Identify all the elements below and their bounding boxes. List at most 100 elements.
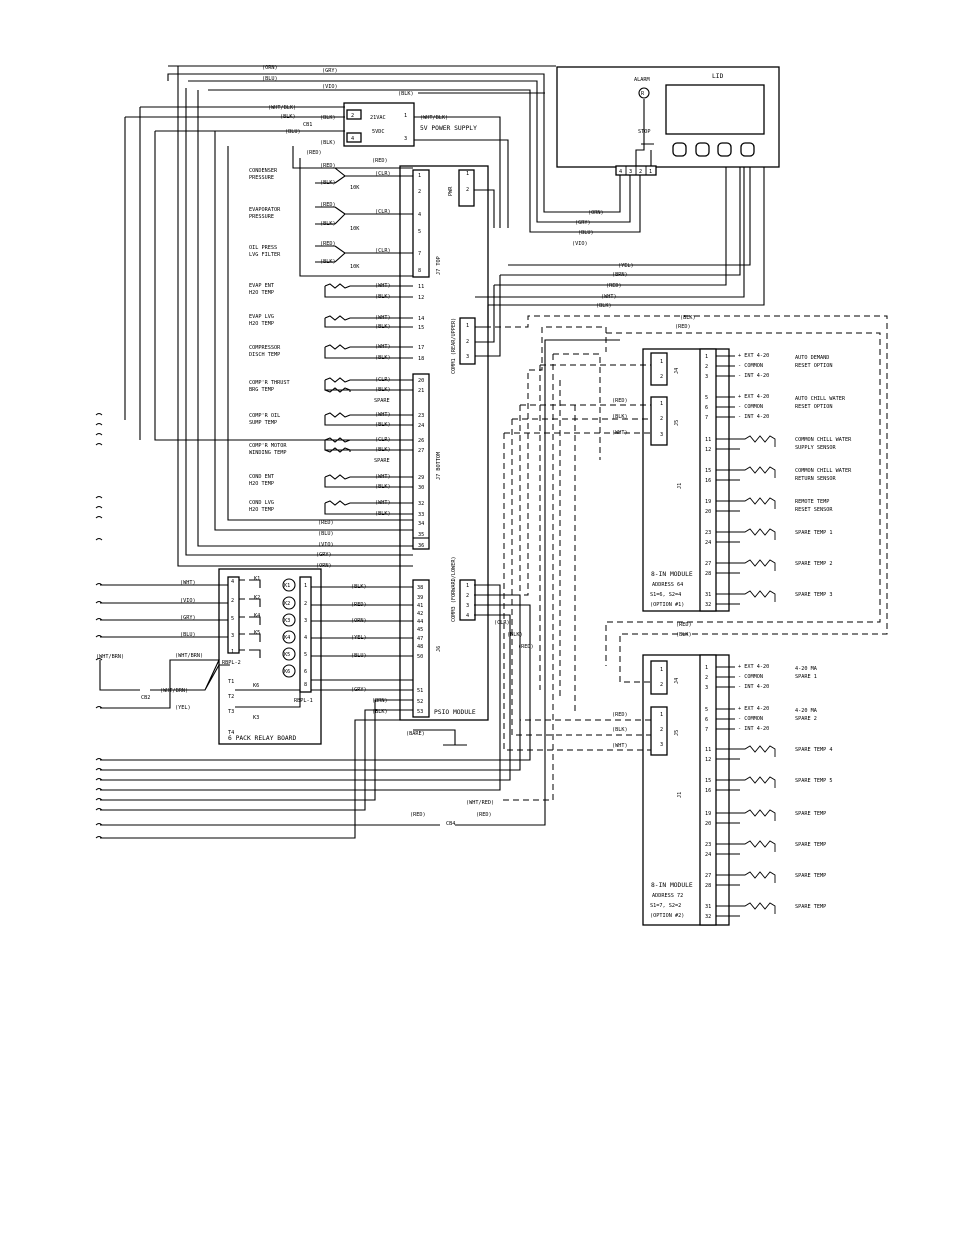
- svg-text:- INT 4-20: - INT 4-20: [738, 414, 769, 420]
- svg-text:(WHT/BRN): (WHT/BRN): [175, 653, 203, 659]
- svg-text:20: 20: [705, 821, 711, 827]
- svg-text:J5: J5: [674, 730, 680, 736]
- rbpl1-label: RBPL-1: [294, 698, 313, 704]
- j6-pin: 48: [417, 644, 423, 650]
- ps-vac: 21VAC: [370, 115, 386, 121]
- svg-text:(BLK): (BLK): [351, 584, 367, 590]
- svg-text:(WHT/RED): (WHT/RED): [466, 800, 494, 806]
- svg-text:23: 23: [705, 842, 711, 848]
- j7-pin: 33: [418, 512, 424, 518]
- svg-text:(RED): (RED): [372, 158, 388, 164]
- comm3-label: COMM3 (FORWARD/LOWER): [451, 556, 457, 622]
- j7-pin: 17: [418, 345, 424, 351]
- svg-text:4: 4: [304, 635, 307, 641]
- svg-text:(RED): (RED): [320, 241, 336, 247]
- svg-text:27: 27: [705, 873, 711, 879]
- j6-pin: 52: [417, 699, 423, 705]
- svg-text:5: 5: [705, 395, 708, 401]
- t2-label: T2: [228, 694, 234, 700]
- svg-text:- INT 4-20: - INT 4-20: [738, 684, 769, 690]
- svg-text:(VIO): (VIO): [572, 241, 588, 247]
- t1-label: T1: [228, 679, 234, 685]
- svg-text:RESET OPTION: RESET OPTION: [795, 363, 832, 369]
- comm1-connector: [459, 317, 476, 365]
- svg-text:(WHT): (WHT): [612, 743, 628, 749]
- svg-text:2: 2: [231, 598, 234, 604]
- svg-text:SPARE 2: SPARE 2: [795, 716, 817, 722]
- svg-text:(RED): (RED): [675, 324, 691, 330]
- j7-pin: 5: [418, 229, 421, 235]
- svg-text:1: 1: [304, 583, 307, 589]
- svg-text:(BLU): (BLU): [578, 230, 594, 236]
- svg-text:(BLK): (BLK): [680, 315, 696, 321]
- lid-softkey-2[interactable]: [695, 142, 710, 157]
- svg-text:3: 3: [231, 633, 234, 639]
- svg-text:(RED): (RED): [318, 520, 334, 526]
- svg-text:S1=7, S2=2: S1=7, S2=2: [650, 903, 681, 909]
- svg-text:3: 3: [705, 374, 708, 380]
- sensor-label: H2O TEMP: [249, 321, 274, 327]
- svg-text:28: 28: [705, 571, 711, 577]
- sensor-label: COMP'R OIL: [249, 413, 280, 419]
- svg-text:- INT 4-20: - INT 4-20: [738, 373, 769, 379]
- j7-top-connector: [412, 169, 430, 278]
- svg-text:32: 32: [705, 914, 711, 920]
- j6-label: J6: [436, 646, 442, 652]
- sensor-label: WINDING TEMP: [249, 450, 286, 456]
- j7-pin: 23: [418, 413, 424, 419]
- svg-text:7: 7: [705, 415, 708, 421]
- t3-label: T3: [228, 709, 234, 715]
- svg-text:(OPTION #1): (OPTION #1): [650, 602, 684, 608]
- svg-text:(YEL): (YEL): [618, 263, 634, 269]
- svg-text:(RED): (RED): [676, 622, 692, 628]
- svg-text:J1: J1: [677, 792, 683, 798]
- svg-text:K2: K2: [254, 595, 260, 601]
- svg-text:2: 2: [660, 374, 663, 380]
- svg-text:(BLK): (BLK): [320, 140, 336, 146]
- svg-text:(ORN): (ORN): [316, 563, 332, 569]
- svg-text:19: 19: [705, 811, 711, 817]
- j6-pin: 47: [417, 636, 423, 642]
- ps-title: 5V POWER SUPPLY: [420, 125, 477, 132]
- field-wiring-ends: [95, 413, 103, 839]
- psio-title: PSIO MODULE: [434, 709, 476, 716]
- j7-bottom-connector: [412, 373, 430, 550]
- svg-text:(BLK): (BLK): [375, 484, 391, 490]
- svg-text:(WHT): (WHT): [375, 474, 391, 480]
- sensor-label: H2O TEMP: [249, 290, 274, 296]
- svg-text:27: 27: [705, 561, 711, 567]
- svg-text:(VIO): (VIO): [322, 84, 338, 90]
- svg-text:(CLR): (CLR): [375, 209, 391, 215]
- sensor-label: CONDENSER: [249, 168, 278, 174]
- svg-text:1: 1: [660, 401, 663, 407]
- svg-text:(GRY): (GRY): [180, 615, 196, 621]
- j7-pin: 32: [418, 501, 424, 507]
- relay-coil-K6: K6: [284, 669, 290, 675]
- svg-text:31: 31: [705, 592, 711, 598]
- svg-text:4-20 MA: 4-20 MA: [795, 666, 818, 672]
- svg-text:20: 20: [705, 509, 711, 515]
- sensor-label: COMP'R THRUST: [249, 380, 290, 386]
- svg-text:J5: J5: [674, 420, 680, 426]
- lid-softkey-1[interactable]: [672, 142, 687, 157]
- ps-vdc: 5VDC: [372, 129, 385, 135]
- j6-pin: 42: [417, 611, 423, 617]
- t4-label: T4: [228, 730, 234, 736]
- j7-pin: 1: [418, 173, 421, 179]
- j7-top-label: J7 TOP: [436, 256, 442, 275]
- svg-text:7: 7: [705, 727, 708, 733]
- svg-text:1: 1: [466, 323, 469, 329]
- alarm-icon: [638, 87, 650, 99]
- svg-text:4: 4: [231, 579, 234, 585]
- svg-text:- COMMON: - COMMON: [738, 716, 763, 722]
- sensor-label: COND LVG: [249, 500, 274, 506]
- cb4-label: CB4: [446, 821, 455, 827]
- svg-text:(WHT): (WHT): [601, 294, 617, 300]
- lid-softkey-4[interactable]: [740, 142, 755, 157]
- j7-bottom-label: J7 BOTTOM: [436, 452, 442, 480]
- lid-softkey-3[interactable]: [717, 142, 732, 157]
- svg-text:(ORN): (ORN): [588, 210, 604, 216]
